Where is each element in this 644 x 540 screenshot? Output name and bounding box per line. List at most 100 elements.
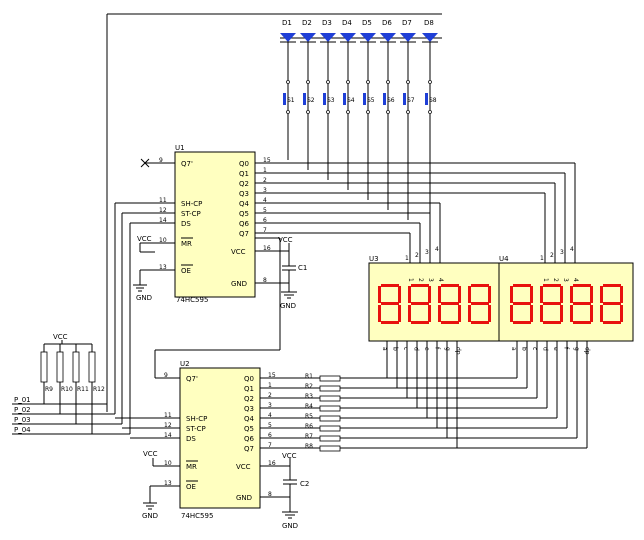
- pullup-resistor-label: R12: [93, 386, 105, 393]
- segment: [510, 305, 513, 322]
- segment: [573, 284, 591, 287]
- switch-label: S8: [429, 97, 437, 104]
- led-label: D4: [342, 19, 352, 27]
- display-u4-ref: U4: [499, 255, 509, 263]
- pin-number: 3: [268, 402, 272, 409]
- switch-contact: [306, 110, 310, 114]
- switch-contact: [406, 80, 410, 84]
- pin-number: 13: [164, 480, 172, 487]
- pin-name: Q6: [244, 435, 255, 443]
- led-diode: [380, 33, 396, 42]
- pin-number: 15: [263, 157, 271, 164]
- segment: [381, 284, 399, 287]
- segment: [398, 286, 401, 303]
- segment: [378, 305, 381, 322]
- digit-pin-label-inner: 2: [552, 278, 559, 282]
- digit-pin-label-inner: 4: [572, 278, 579, 282]
- led-label: D3: [322, 19, 332, 27]
- segment: [381, 321, 399, 324]
- segment: [530, 286, 533, 303]
- segment: [560, 305, 563, 322]
- pin-number: 12: [164, 422, 172, 429]
- pin-name: GND: [236, 494, 252, 502]
- switch-contact: [428, 80, 432, 84]
- segment: [381, 302, 399, 305]
- pin-number: 2: [263, 177, 267, 184]
- segment-pin-label: c: [402, 347, 409, 350]
- pullup-resistor-body: [72, 351, 80, 383]
- switch-actuator: [323, 93, 326, 105]
- pin-number: 11: [164, 412, 172, 419]
- switch-contact: [428, 110, 432, 114]
- segment: [570, 286, 573, 303]
- resistor-body: [319, 405, 341, 412]
- digit-pin-label-inner: 1: [407, 278, 414, 282]
- segment: [513, 321, 531, 324]
- switch-actuator: [425, 93, 428, 105]
- resistor-body: [319, 425, 341, 432]
- segment-pin-label: c: [531, 347, 538, 350]
- segment: [411, 321, 429, 324]
- pullup-vcc-label: VCC: [53, 333, 68, 341]
- pin-number: 16: [268, 460, 276, 467]
- digit-pin-label-inner: 3: [427, 278, 434, 282]
- port-label: P_03: [14, 416, 31, 424]
- ic-u2: U2 74HC595 Q7'9SH-CP11ST-CP12DS14MR10OE1…: [164, 360, 276, 520]
- segment: [408, 286, 411, 303]
- segment: [540, 305, 543, 322]
- pin-name: ST-CP: [186, 425, 206, 433]
- digit-pin-label: 3: [560, 249, 564, 256]
- digit-pin-label: 2: [415, 252, 419, 259]
- pin-number: 7: [268, 442, 272, 449]
- switch-actuator: [343, 93, 346, 105]
- pin-number: 14: [159, 217, 167, 224]
- switch-contact: [326, 110, 330, 114]
- pin-name: Q7: [244, 445, 254, 453]
- led-diode: [400, 33, 416, 42]
- u2-oe-gnd-label: GND: [142, 512, 158, 520]
- pin-number: 9: [159, 157, 163, 164]
- segment: [488, 286, 491, 303]
- pin-name: Q1: [239, 170, 249, 178]
- digit-pin-label: 4: [570, 246, 574, 253]
- led-label: D5: [362, 19, 372, 27]
- pin-number: 10: [164, 460, 172, 467]
- ic-u1-ref: U1: [175, 144, 185, 152]
- led-diode: [280, 33, 296, 42]
- segment: [600, 286, 603, 303]
- switch-label: S7: [407, 97, 415, 104]
- switch-actuator: [363, 93, 366, 105]
- pullup-resistor-label: R11: [77, 386, 89, 393]
- segment: [540, 286, 543, 303]
- segment: [573, 302, 591, 305]
- switch-contact: [366, 110, 370, 114]
- segment: [603, 284, 621, 287]
- pin-name: DS: [181, 220, 191, 228]
- resistor-label: R6: [305, 423, 313, 430]
- switch-label: S5: [367, 97, 375, 104]
- pin-number: 13: [159, 264, 167, 271]
- pin-name: Q7: [239, 230, 249, 238]
- pin-number: 14: [164, 432, 172, 439]
- pin-number: 2: [268, 392, 272, 399]
- switch-contact: [366, 80, 370, 84]
- pin-name: Q2: [244, 395, 254, 403]
- switch-label: S2: [307, 97, 315, 104]
- pin-number: 11: [159, 197, 167, 204]
- display-u3-ref: U3: [369, 255, 379, 263]
- digit-pin-label: 4: [435, 246, 439, 253]
- digit-pin-label-inner: 1: [542, 278, 549, 282]
- ic-u1: U1 74HC595 Q7'9SH-CP11ST-CP12DS14MR10OE1…: [159, 144, 271, 304]
- pin-number: 8: [268, 491, 272, 498]
- segment: [438, 286, 441, 303]
- resistor-body: [319, 435, 341, 442]
- pin-name: OE: [186, 483, 196, 491]
- pin-name: ST-CP: [181, 210, 201, 218]
- pullup-resistor-body: [88, 351, 96, 383]
- pin-name: Q5: [239, 210, 249, 218]
- segment: [441, 321, 459, 324]
- ic-u1-part: 74HC595: [176, 296, 208, 304]
